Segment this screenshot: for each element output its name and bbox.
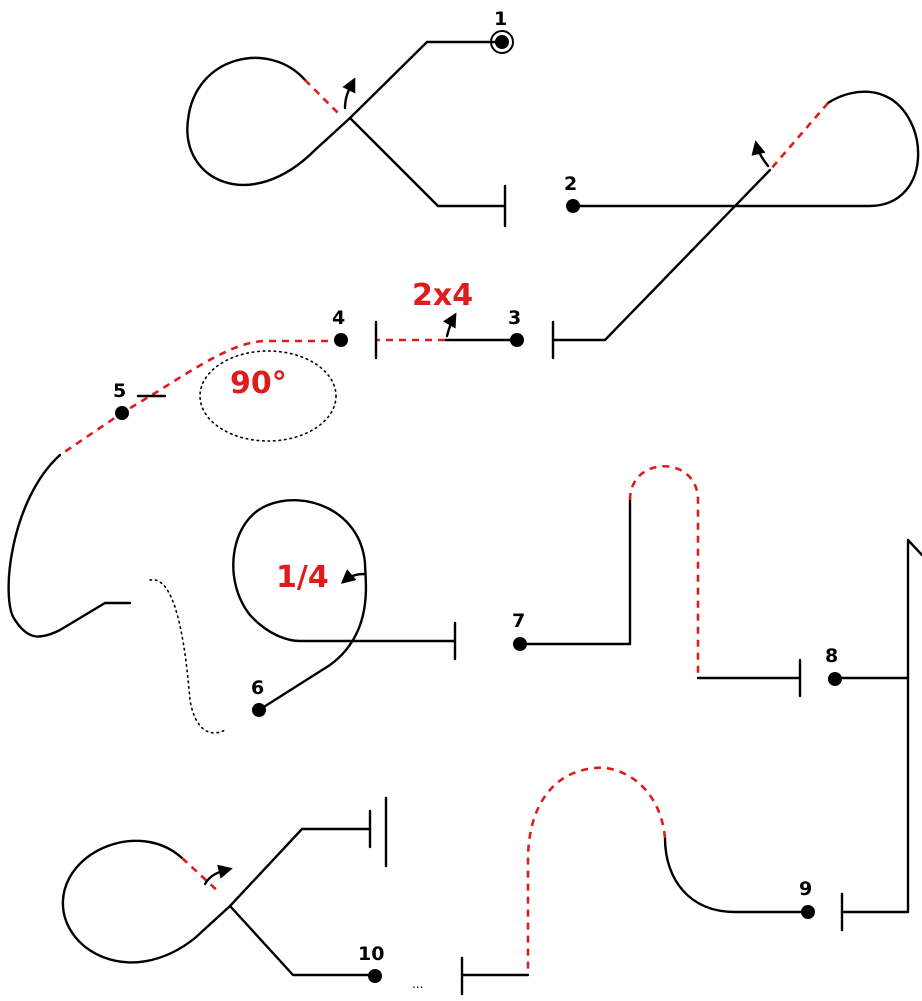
dotted-path xyxy=(149,579,226,734)
station-6-dot[interactable] xyxy=(252,703,266,717)
station-label-1: 1 xyxy=(494,8,507,30)
edge-segment-8-9 xyxy=(833,538,922,932)
repeat-annotation: 2x4 xyxy=(412,278,473,313)
station-2-dot[interactable] xyxy=(566,199,580,213)
loop-figure-bottom xyxy=(61,796,388,977)
highlight-segment xyxy=(181,857,221,894)
station-labels: 1 2 3 4 5 6 7 8 9 10 xyxy=(113,8,838,965)
hairpin-segment-7-8 xyxy=(518,465,802,698)
turn-arrow-icon xyxy=(342,77,356,110)
fraction-annotation: 1/4 xyxy=(276,560,329,595)
angle-annotation: 90° xyxy=(230,366,287,401)
station-3-dot[interactable] xyxy=(510,333,524,347)
highlight-segment xyxy=(59,339,341,457)
station-label-4: 4 xyxy=(332,307,345,329)
station-8-dot[interactable] xyxy=(828,672,842,686)
loop-figure-right xyxy=(551,90,920,360)
station-1-ring xyxy=(490,30,514,54)
station-label-2: 2 xyxy=(564,173,577,195)
station-label-10: 10 xyxy=(358,943,384,965)
station-markers xyxy=(115,30,842,983)
highlight-segment xyxy=(769,102,829,171)
turn-arrow-icon xyxy=(340,569,366,584)
station-9-dot[interactable] xyxy=(801,905,815,919)
station-label-5: 5 xyxy=(113,380,126,402)
station-5-dot[interactable] xyxy=(115,406,129,420)
loop-figure-top xyxy=(186,40,507,228)
hump-segment-9-10 xyxy=(460,766,810,996)
circle-segment-6-7 xyxy=(232,498,457,712)
station-label-8: 8 xyxy=(825,645,838,667)
turn-radius-outline xyxy=(199,350,337,442)
straight-segment-3-4 xyxy=(374,312,519,360)
station-4-dot[interactable] xyxy=(334,333,348,347)
continuation-ellipsis: ... xyxy=(412,977,423,991)
station-1-dot[interactable] xyxy=(495,35,509,49)
station-label-6: 6 xyxy=(251,677,264,699)
station-10-dot[interactable] xyxy=(368,969,382,983)
station-label-7: 7 xyxy=(512,610,525,632)
highlight-segment xyxy=(526,766,667,975)
turn-arrow-icon xyxy=(751,140,770,168)
turn-arrow-icon xyxy=(443,312,457,338)
station-label-3: 3 xyxy=(508,307,521,329)
turn-segment-4-5 xyxy=(7,339,341,734)
turn-arrow-icon xyxy=(203,864,233,886)
station-7-dot[interactable] xyxy=(513,637,527,651)
highlight-segment xyxy=(628,465,700,678)
highlight-segment xyxy=(304,79,341,116)
station-label-9: 9 xyxy=(799,878,812,900)
